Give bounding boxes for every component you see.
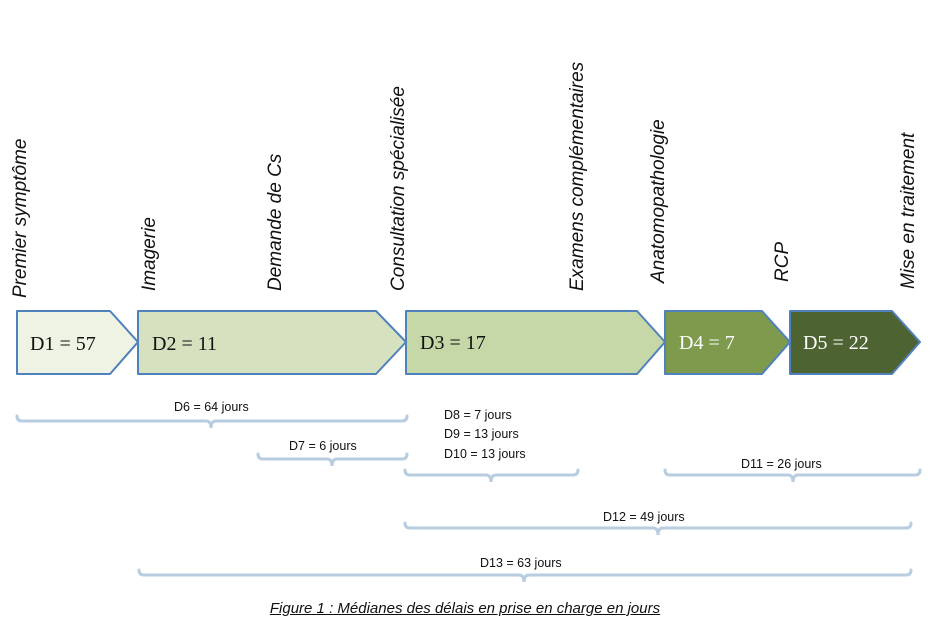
phase-arrow-d5	[789, 310, 921, 375]
interval-label-d10: D10 = 13 jours	[444, 447, 526, 461]
figure-caption: Figure 1 : Médianes des délais en prise …	[269, 600, 661, 617]
brace-d12	[403, 521, 913, 536]
interval-label-d9: D9 = 13 jours	[444, 427, 519, 441]
interval-label-d8: D8 = 7 jours	[444, 408, 512, 422]
phase-label-d2: D2 = 11	[152, 333, 217, 355]
brace-d11	[663, 468, 922, 483]
brace-d13	[137, 568, 913, 583]
phase-label-d5: D5 = 22	[803, 332, 869, 354]
phase-arrow-d2	[137, 310, 407, 375]
phase-label-d4: D4 = 7	[679, 332, 735, 354]
phase-arrow-d1	[16, 310, 139, 375]
brace-d7	[256, 452, 409, 467]
phase-arrow-d4	[664, 310, 791, 375]
brace-d8-d10	[403, 468, 580, 483]
phase-label-d3: D3 = 17	[420, 332, 486, 354]
phase-arrows	[16, 310, 921, 375]
interval-label-d13: D13 = 63 jours	[480, 556, 562, 570]
interval-label-d7: D7 = 6 jours	[289, 439, 357, 453]
interval-label-d12: D12 = 49 jours	[603, 510, 685, 524]
brace-d6	[15, 414, 409, 429]
interval-label-d11: D11 = 26 jours	[741, 457, 822, 471]
interval-braces	[15, 414, 922, 583]
phase-arrow-d3	[405, 310, 666, 375]
phase-label-d1: D1 = 57	[30, 333, 96, 355]
interval-label-d6: D6 = 64 jours	[174, 400, 249, 414]
